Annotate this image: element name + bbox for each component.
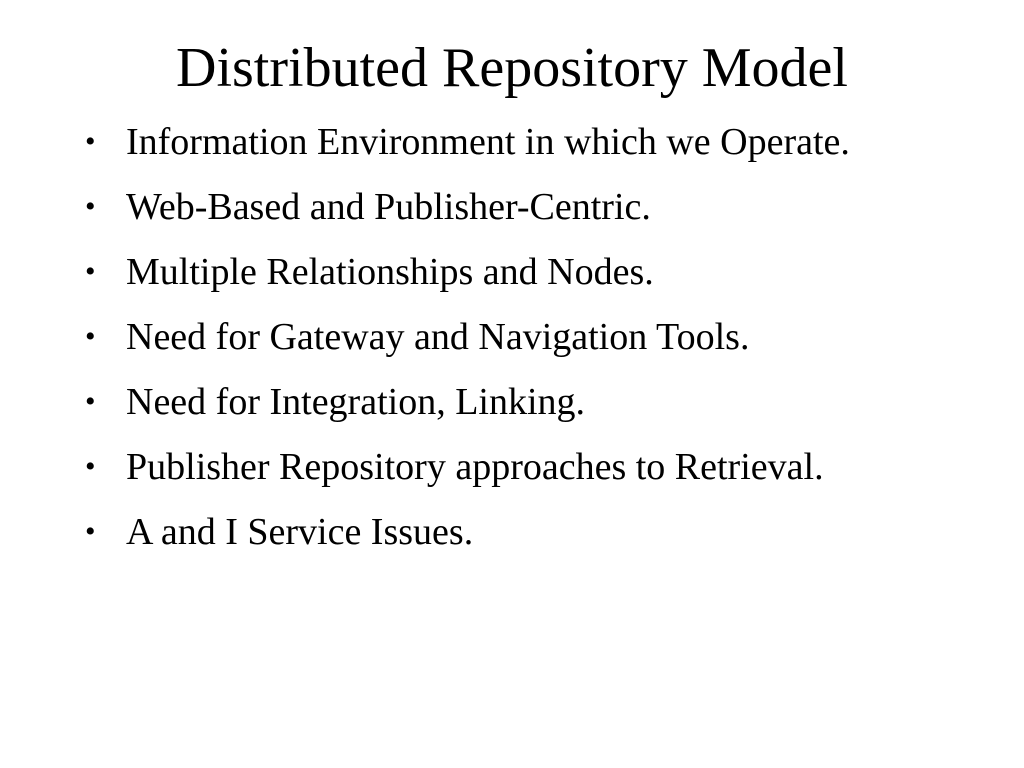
- list-item: • Need for Gateway and Navigation Tools.: [82, 312, 902, 362]
- list-item: • Multiple Relationships and Nodes.: [82, 247, 902, 297]
- list-item: • Need for Integration, Linking.: [82, 377, 902, 427]
- bullet-icon: •: [85, 450, 96, 483]
- bullet-text: Multiple Relationships and Nodes.: [126, 251, 654, 293]
- bullet-text: Web-Based and Publisher-Centric.: [126, 186, 651, 228]
- bullet-icon: •: [85, 255, 96, 288]
- bullet-list: • Information Environment in which we Op…: [82, 117, 902, 572]
- bullet-text: Need for Gateway and Navigation Tools.: [126, 316, 750, 358]
- bullet-text: A and I Service Issues.: [126, 511, 474, 553]
- list-item: • Publisher Repository approaches to Ret…: [82, 442, 902, 492]
- bullet-icon: •: [85, 320, 96, 353]
- bullet-icon: •: [85, 125, 96, 158]
- bullet-icon: •: [85, 385, 96, 418]
- bullet-icon: •: [85, 515, 96, 548]
- list-item: • Web-Based and Publisher-Centric.: [82, 182, 902, 232]
- list-item: • Information Environment in which we Op…: [82, 117, 902, 167]
- slide-title: Distributed Repository Model: [176, 37, 848, 99]
- bullet-text: Publisher Repository approaches to Retri…: [126, 446, 824, 488]
- list-item: • A and I Service Issues.: [82, 507, 902, 557]
- bullet-text: Need for Integration, Linking.: [126, 381, 586, 423]
- bullet-text: Information Environment in which we Oper…: [126, 121, 850, 163]
- bullet-icon: •: [85, 190, 96, 223]
